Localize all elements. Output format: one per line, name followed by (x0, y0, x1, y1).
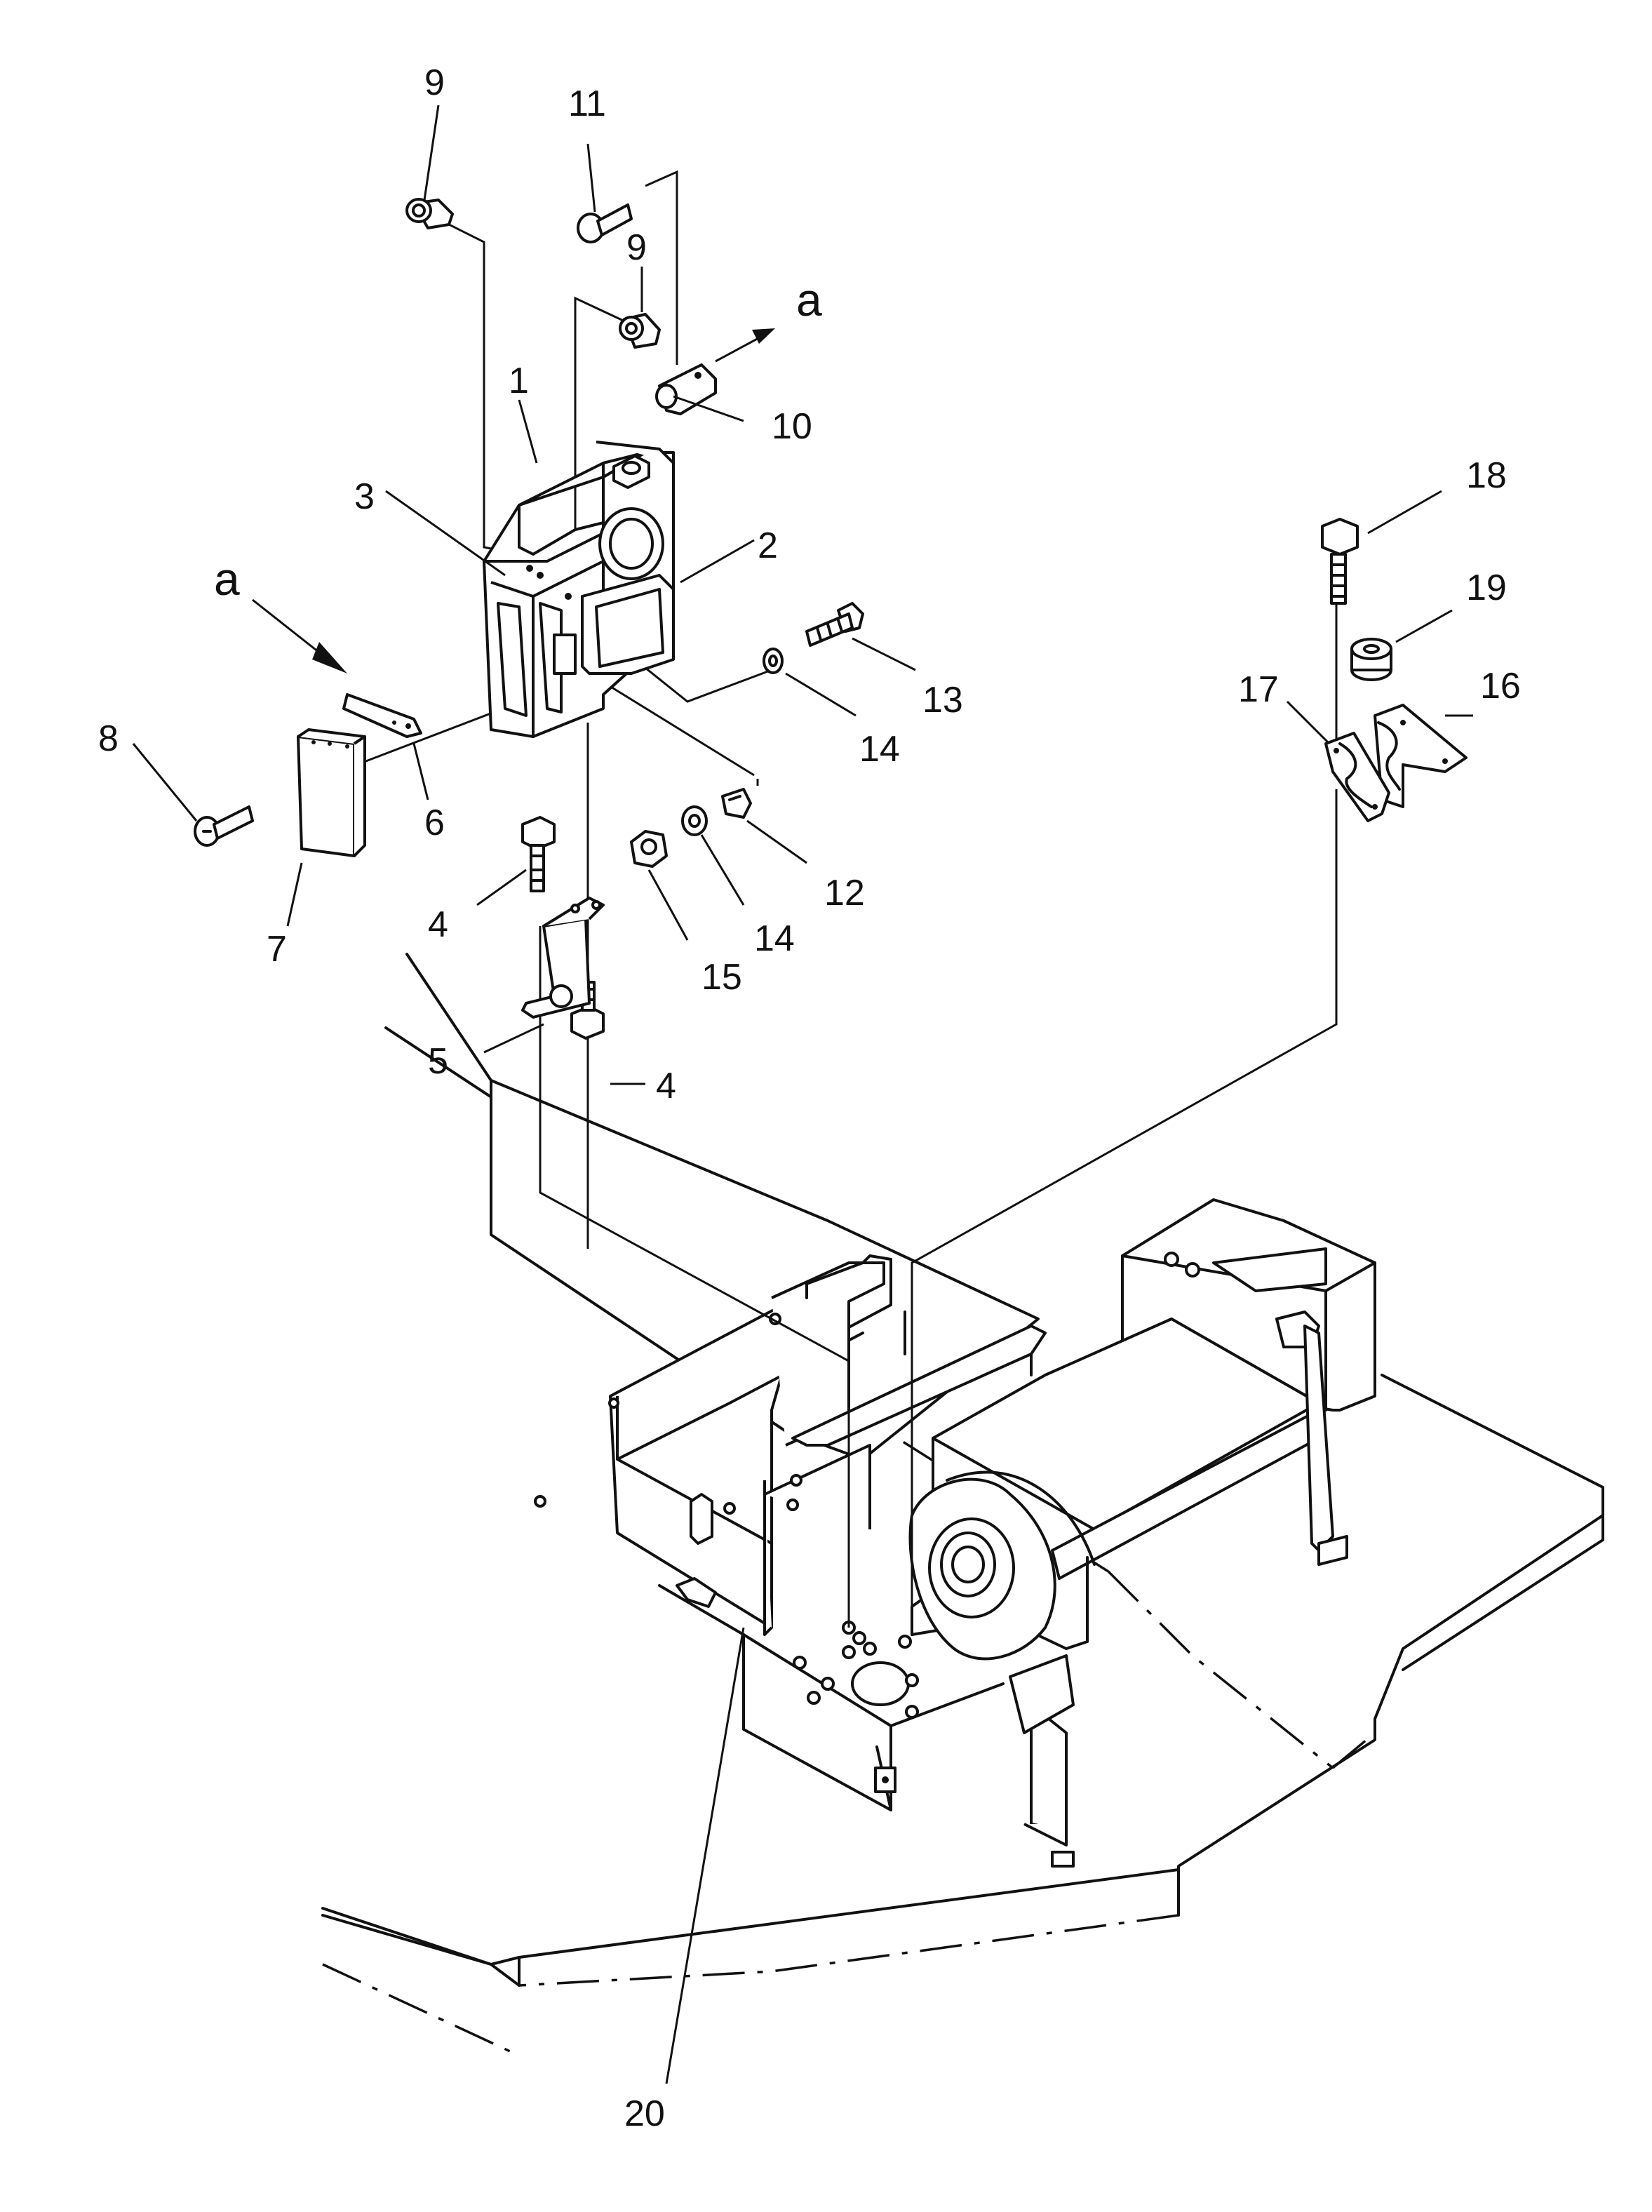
callout-5: 5 (428, 1041, 448, 1082)
callout-4-lower: 4 (656, 1066, 676, 1106)
clamp-12 (721, 788, 752, 819)
callout-3: 3 (354, 476, 375, 517)
callout-14-upper: 14 (859, 729, 900, 770)
callout-9-mid: 9 (626, 227, 647, 268)
callout-8: 8 (98, 718, 119, 759)
grommet-19 (1350, 638, 1392, 681)
bracket-5 (521, 897, 605, 1019)
bolt-4-upper (521, 816, 556, 892)
callout-leaders (132, 105, 1473, 2084)
callout-6: 6 (424, 803, 445, 843)
panel-plate (297, 728, 366, 857)
link-rod (342, 693, 422, 738)
callout-ref-a-top: a (796, 274, 822, 326)
callout-1: 1 (509, 361, 529, 401)
callout-18: 18 (1466, 455, 1507, 496)
washer-14-lower (681, 805, 708, 836)
battery-box (608, 1254, 892, 1636)
reference-arrow-left (252, 598, 347, 673)
callout-19: 19 (1466, 568, 1507, 608)
callout-4-upper: 4 (428, 904, 448, 945)
compressor-unit (908, 1198, 1376, 1868)
channel-rail (769, 1311, 1047, 1487)
washer-14-upper (763, 648, 784, 674)
callout-7: 7 (267, 929, 287, 970)
housing-assembly (483, 441, 675, 738)
callout-2: 2 (758, 525, 778, 566)
bolt-18 (1321, 518, 1359, 605)
callout-13: 13 (922, 680, 963, 720)
callout-ref-a-left: a (214, 553, 240, 605)
callout-16: 16 (1480, 666, 1521, 706)
plate-17 (1324, 732, 1390, 822)
callout-17: 17 (1238, 669, 1279, 710)
deck-platform (490, 1079, 1040, 1811)
reference-arrow-top (715, 328, 775, 363)
callout-9-top: 9 (424, 62, 445, 103)
bushing-9-top (405, 198, 454, 229)
nut-15 (630, 830, 668, 868)
bushing-9-mid (619, 313, 661, 349)
screw-11 (577, 203, 633, 243)
callout-20: 20 (624, 2093, 665, 2134)
clip-10 (655, 363, 717, 415)
callout-10: 10 (772, 406, 812, 447)
callout-15: 15 (701, 957, 742, 998)
callout-14-lower: 14 (754, 918, 795, 959)
callout-12: 12 (824, 873, 865, 913)
bolt-13 (805, 602, 864, 647)
callout-11: 11 (568, 83, 606, 124)
screw-8 (194, 805, 254, 847)
